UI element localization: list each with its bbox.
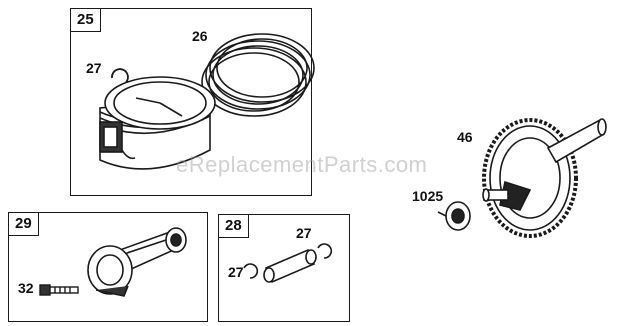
rings-callout: 26	[192, 28, 208, 44]
piston-lock-callout: 27	[86, 60, 102, 76]
connecting-rod-illustration	[87, 227, 187, 297]
piston-rings-illustration	[201, 33, 315, 117]
pin-lock-bottom-callout: 27	[228, 264, 244, 280]
piston-illustration	[99, 76, 216, 170]
rod-bolt-illustration	[39, 284, 79, 296]
piston-group-box: 25	[70, 8, 312, 196]
piston-lock-ring-illustration	[111, 68, 129, 85]
piston-pin-illustration	[243, 243, 333, 284]
pin-group-number: 28	[219, 215, 249, 238]
bolt-callout: 32	[18, 280, 34, 296]
watermark: eReplacementParts.com	[176, 152, 428, 177]
washer-illustration	[437, 201, 471, 231]
washer-callout: 1025	[412, 188, 444, 204]
pin-lock-top-callout: 27	[296, 225, 312, 241]
gear-callout: 46	[457, 129, 473, 145]
pin-group-box: 28	[218, 214, 350, 322]
rod-group-box: 29	[8, 212, 208, 322]
cam-gear-illustration	[482, 118, 607, 238]
piston-group-number: 25	[71, 9, 101, 32]
rod-group-number: 29	[9, 213, 39, 236]
